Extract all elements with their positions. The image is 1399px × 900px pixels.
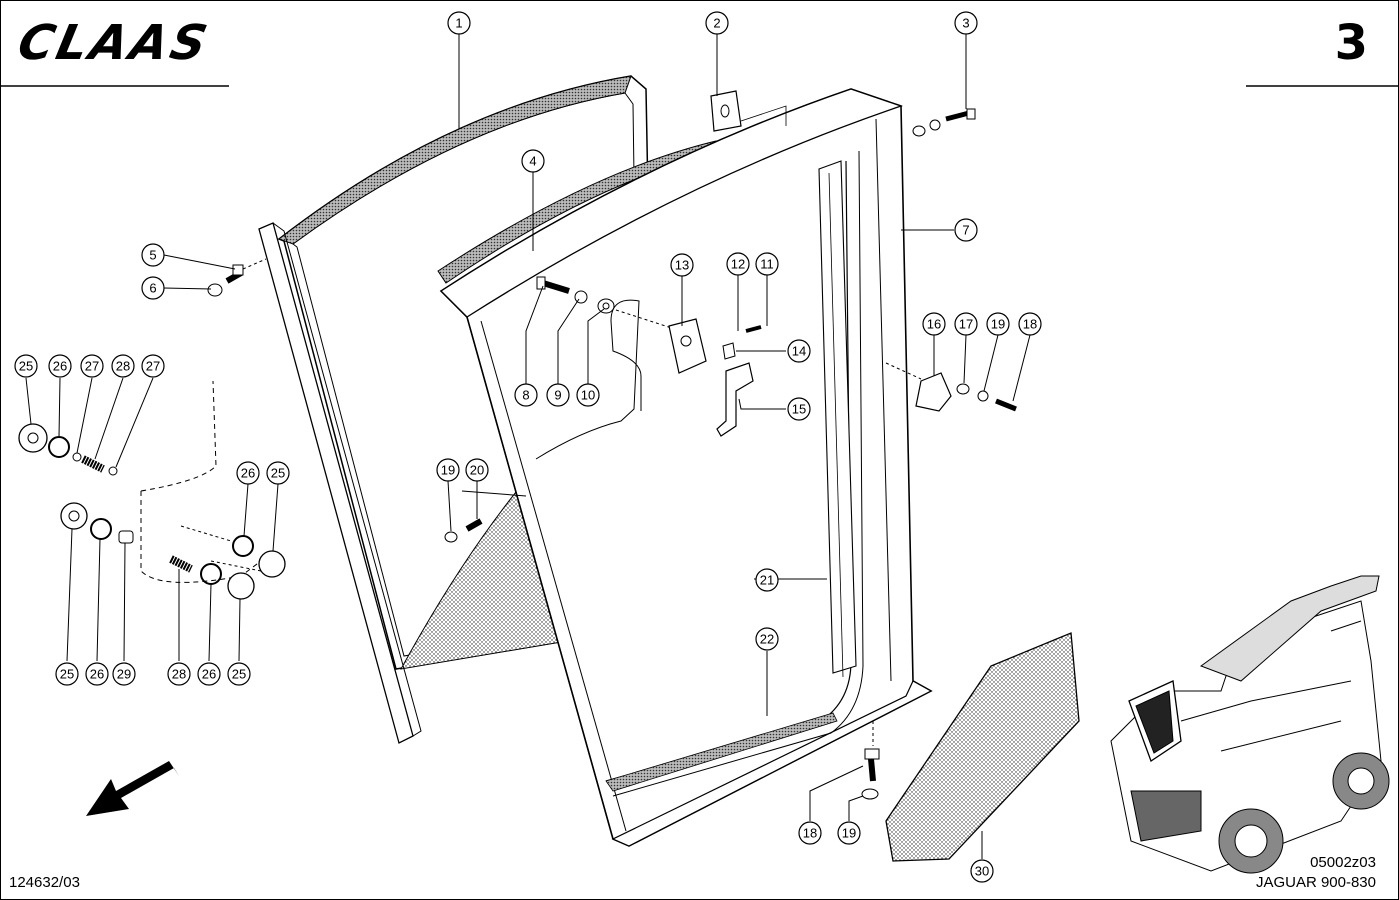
callout-15: 15 [787,397,811,421]
callout-27a: 27 [80,354,104,378]
callout-3: 3 [954,11,978,35]
callout-25c: 25 [55,662,79,686]
svg-text:18: 18 [1023,317,1037,332]
callout-29: 29 [112,662,136,686]
door-frame-part-7 [439,88,933,847]
svg-text:5: 5 [149,248,156,263]
callout-9: 9 [546,383,570,407]
callout-25b: 25 [266,461,290,485]
callout-28a: 28 [111,354,135,378]
latch-parts-13-14-15 [668,318,762,437]
svg-text:3: 3 [962,16,969,31]
hinge-bushing-parts-25-29 [18,380,286,600]
svg-text:26: 26 [90,667,104,682]
svg-text:15: 15 [792,402,806,417]
callout-19a: 19 [986,312,1010,336]
figure-code: 05002z03 [1310,854,1376,871]
callout-26c: 26 [85,662,109,686]
svg-text:26: 26 [202,667,216,682]
callout-26d: 26 [197,662,221,686]
svg-text:27: 27 [146,359,160,374]
callout-16: 16 [922,312,946,336]
direction-arrow-icon [86,761,179,816]
svg-text:18: 18 [803,826,817,841]
svg-text:27: 27 [85,359,99,374]
svg-text:19: 19 [842,826,856,841]
svg-text:12: 12 [731,257,745,272]
svg-text:30: 30 [975,864,989,879]
callout-17: 17 [954,312,978,336]
svg-text:26: 26 [53,359,67,374]
callout-18b: 18 [798,821,822,845]
svg-text:25: 25 [271,466,285,481]
svg-text:19: 19 [991,317,1005,332]
svg-text:11: 11 [760,257,774,272]
callout-18a: 18 [1018,312,1042,336]
callout-25d: 25 [227,662,251,686]
svg-text:25: 25 [232,667,246,682]
callout-19c: 19 [837,821,861,845]
svg-text:19: 19 [441,463,455,478]
model-name: JAGUAR 900-830 [1255,874,1376,891]
bottom-screw-parts-18-19 [861,721,880,800]
callout-1: 1 [447,11,471,35]
svg-text:21: 21 [760,573,774,588]
svg-text:20: 20 [470,463,484,478]
callout-28b: 28 [167,662,191,686]
leader-lines [25,33,1031,859]
svg-text:26: 26 [241,466,255,481]
svg-text:8: 8 [522,388,529,403]
svg-text:28: 28 [116,359,130,374]
harvester-thumbnail [1110,575,1390,874]
callout-19b: 19 [436,458,460,482]
callout-21: 21 [755,568,779,592]
svg-text:28: 28 [172,667,186,682]
callout-7: 7 [954,218,978,242]
svg-text:4: 4 [529,154,536,169]
callout-5: 5 [141,243,165,267]
svg-text:10: 10 [581,388,595,403]
callout-8: 8 [514,383,538,407]
svg-text:6: 6 [149,281,156,296]
callout-6: 6 [141,276,165,300]
callout-10: 10 [576,383,600,407]
callout-4: 4 [521,149,545,173]
svg-text:1: 1 [455,16,462,31]
callout-20: 20 [465,458,489,482]
svg-text:14: 14 [792,344,806,359]
bracket-part-2 [710,90,787,132]
callout-14: 14 [787,339,811,363]
svg-text:25: 25 [19,359,33,374]
svg-text:13: 13 [675,258,689,273]
screw-washer-parts-19-20 [444,518,483,543]
callout-26a: 26 [48,354,72,378]
svg-text:25: 25 [60,667,74,682]
svg-text:16: 16 [927,317,941,332]
screw-washer-part-5-6 [207,258,267,297]
hinge-parts-16-17-18-19 [885,362,1017,412]
callout-11: 11 [755,252,779,276]
callout-12: 12 [726,252,750,276]
callout-22: 22 [755,627,779,651]
callout-27b: 27 [141,354,165,378]
svg-text:17: 17 [959,317,973,332]
callout-13: 13 [670,253,694,277]
svg-text:29: 29 [117,667,131,682]
page-number: 3 [1334,15,1368,71]
callout-30: 30 [970,859,994,883]
callout-25a: 25 [14,354,38,378]
svg-text:22: 22 [760,632,774,647]
side-panel-part-30 [885,632,1080,862]
document-number: 124632/03 [9,874,80,891]
callout-26b: 26 [236,461,260,485]
callout-2: 2 [705,11,729,35]
svg-text:9: 9 [554,388,561,403]
bolt-nut-washer-part-3 [912,108,976,137]
svg-text:2: 2 [713,16,720,31]
svg-text:7: 7 [962,223,969,238]
